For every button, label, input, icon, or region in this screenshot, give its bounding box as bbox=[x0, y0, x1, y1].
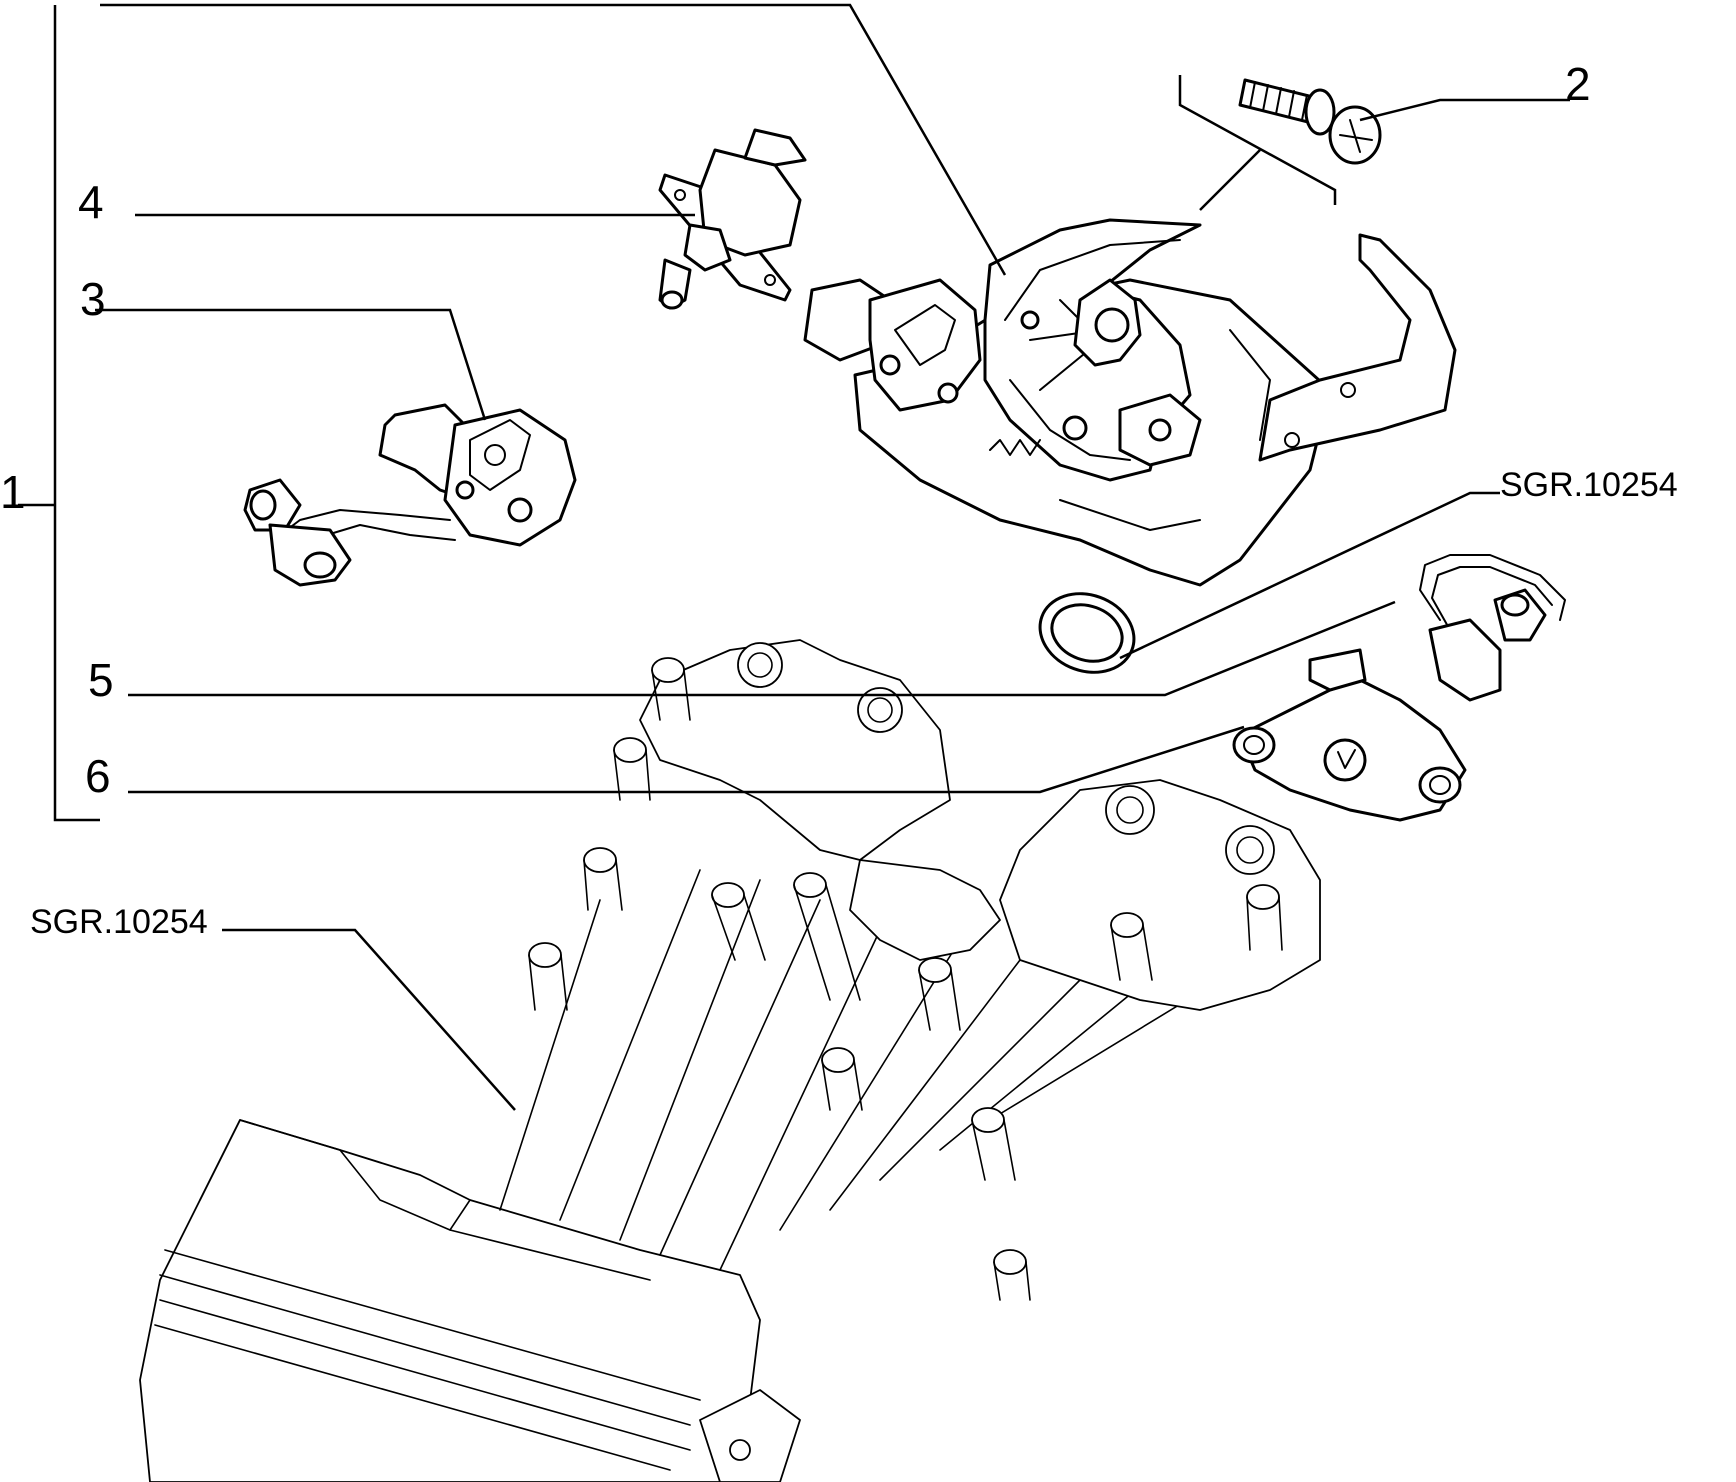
throttle-body-assembly bbox=[803, 218, 1457, 587]
part-3-sensor-with-cable bbox=[243, 403, 577, 587]
reference-sgr-bottom: SGR.10254 bbox=[30, 903, 208, 941]
part-2-screw bbox=[1238, 78, 1382, 165]
leader-lines bbox=[18, 3, 1570, 1111]
part-6-position-sensor bbox=[1232, 648, 1467, 822]
callout-3: 3 bbox=[80, 273, 106, 325]
callout-labels: 1 2 3 4 5 6 SGR.10254 SGR.10254 bbox=[0, 58, 1678, 941]
intake-manifold-drawing bbox=[139, 639, 1321, 1482]
part-4-idle-air-valve bbox=[658, 128, 807, 310]
callout-4: 4 bbox=[78, 176, 104, 228]
manifold-tubes bbox=[528, 657, 1283, 1301]
o-ring bbox=[1038, 592, 1136, 674]
callout-2: 2 bbox=[1565, 58, 1591, 110]
part-5-cable-connector bbox=[1419, 554, 1566, 702]
callout-1: 1 bbox=[0, 466, 26, 518]
callout-6: 6 bbox=[85, 750, 111, 802]
callout-5: 5 bbox=[88, 654, 114, 706]
reference-sgr-top: SGR.10254 bbox=[1500, 466, 1678, 504]
